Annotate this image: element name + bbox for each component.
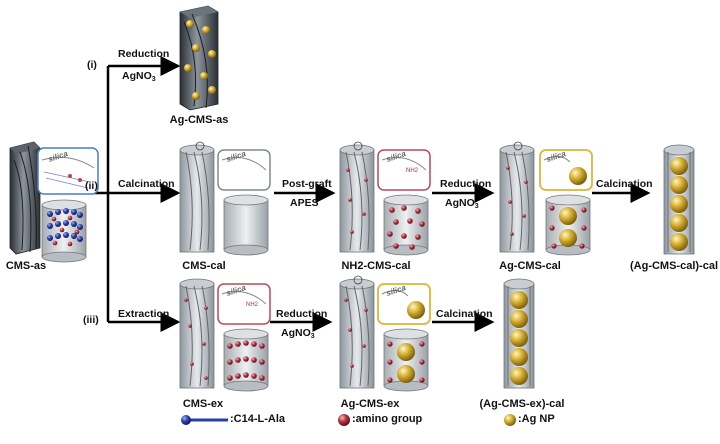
route-arrows	[60, 56, 651, 332]
label-ag-cms-ex: Ag-CMS-ex	[340, 398, 400, 410]
cms-cal-inset	[217, 149, 271, 191]
route-ii-label: (ii)	[85, 180, 98, 192]
label-ag-cms-as: Ag-CMS-as	[169, 114, 229, 126]
cms-as-cylinder	[41, 199, 87, 263]
nh2-cms-cal-cylinder	[383, 194, 429, 256]
legend-ag-label: :Ag NP	[518, 413, 555, 425]
legend-surfactant-icon	[181, 415, 228, 425]
cms-ex-cylinder	[223, 328, 269, 392]
step-calcination-iii: Calcination	[436, 308, 493, 320]
route-i-label: (i)	[87, 59, 97, 71]
cms-as-inset	[37, 147, 99, 195]
cms-cal-cylinder	[223, 194, 269, 256]
step-agno3-ii: AgNO3	[445, 197, 479, 210]
cms-ex-inset	[217, 283, 271, 325]
step-reduction-i: Reduction	[118, 48, 170, 60]
ag-cms-ex-bundle	[339, 275, 375, 389]
step-calcination-ii: Calcination	[118, 178, 175, 190]
nh2-cms-cal-inset	[377, 149, 431, 191]
cms-ex-inset-nh2: NH2	[246, 302, 259, 308]
ag-cms-as-rod	[179, 5, 219, 111]
ag-cms-ex-cal-tube	[503, 278, 535, 389]
label-ag-cms-cal: Ag-CMS-cal	[499, 260, 561, 272]
legend-amino-label: :amino group	[352, 413, 423, 425]
label-ag-cms-ex-cal: (Ag-CMS-ex)-cal	[479, 398, 565, 410]
ag-cms-cal-bundle	[499, 141, 535, 253]
legend-ag-icon	[504, 414, 516, 426]
route-iii-label: (iii)	[83, 314, 99, 326]
step-calcination-ii-final: Calcination	[596, 178, 653, 190]
label-nh2-cms-cal: NH2-CMS-cal	[341, 260, 411, 272]
step-agno3-iii: AgNO3	[281, 327, 315, 340]
label-ag-cms-cal-cal: (Ag-CMS-cal)-cal	[629, 260, 719, 272]
step-extraction: Extraction	[118, 308, 170, 320]
label-cms-ex: CMS-ex	[182, 398, 224, 410]
step-post-graft: Post-graft	[282, 178, 332, 190]
cms-as-rod	[9, 141, 41, 255]
step-reduction-ii: Reduction	[440, 178, 492, 190]
ag-cms-cal-inset	[539, 149, 593, 191]
legend-surfactant-label: :C14-L-Ala	[230, 413, 286, 425]
label-cms-as: CMS-as	[5, 260, 47, 272]
ag-cms-cal-cal-tube	[663, 144, 695, 255]
ag-cms-cal-cylinder	[545, 194, 591, 256]
step-apes: APES	[290, 197, 319, 209]
ag-cms-ex-cylinder	[383, 328, 429, 392]
step-agno3-i: AgNO3	[122, 70, 156, 83]
label-cms-cal: CMS-cal	[182, 260, 226, 272]
cms-cal-bundle	[179, 141, 215, 253]
nh2-cms-cal-inset-nh2: NH2	[406, 168, 419, 174]
ag-cms-ex-inset	[377, 283, 431, 325]
cms-ex-bundle	[179, 278, 215, 389]
step-reduction-iii: Reduction	[276, 308, 328, 320]
legend-amino-icon	[338, 414, 350, 426]
nh2-cms-cal-bundle	[339, 141, 375, 253]
